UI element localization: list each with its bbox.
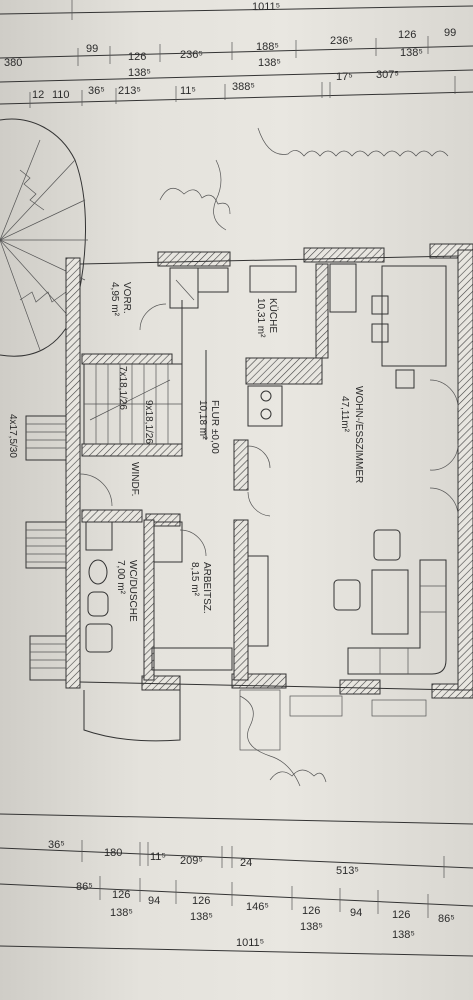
dim-bottom: 126 xyxy=(392,909,410,921)
dim-bottom: 24 xyxy=(240,857,252,869)
dim-top: 138⁵ xyxy=(258,57,281,69)
dim-top: 388⁵ xyxy=(232,81,255,93)
dim-top: 380 xyxy=(4,57,22,69)
dim-top: 99 xyxy=(86,43,98,55)
dim-bottom: 11⁵ xyxy=(150,851,166,863)
dim-top: 126 xyxy=(398,29,416,41)
dim-top: 307⁵ xyxy=(376,69,399,81)
dim-top: 99 xyxy=(444,27,456,39)
dim-top: 138⁵ xyxy=(400,47,423,59)
dim-bottom: 126 xyxy=(192,895,210,907)
shrub-line xyxy=(159,127,449,231)
dim-top: 213⁵ xyxy=(118,85,141,97)
bathroom-fixtures xyxy=(85,521,233,671)
dim-bottom: 36⁵ xyxy=(48,839,65,851)
room-flur-name: FLUR ±0,00 xyxy=(209,400,220,454)
terrace xyxy=(83,689,427,787)
room-flur-area: 10,18 m² xyxy=(197,400,208,440)
stair-lower-label: 9x18,1/26 xyxy=(143,400,154,444)
room-kueche-area: 10,31 m² xyxy=(255,298,266,338)
dim-bottom: 94 xyxy=(350,907,362,919)
dim-top: 236⁵ xyxy=(180,49,203,61)
room-vorr-area: 4,95 m² xyxy=(109,282,120,317)
living-room-furniture xyxy=(247,265,447,675)
dim-top: 138⁵ xyxy=(128,67,151,79)
dim-top: 126 xyxy=(128,51,146,63)
dim-bottom-total: 1011⁵ xyxy=(236,937,264,949)
room-wohn-area: 47,11m² xyxy=(339,396,350,433)
entrance-steps-label: 4x17,5/30 xyxy=(7,414,18,458)
dim-bottom: 138⁵ xyxy=(190,911,213,923)
dim-bottom: 209⁵ xyxy=(180,855,203,867)
interior-walls xyxy=(81,263,329,681)
door-swings xyxy=(79,303,459,557)
dim-bottom: 138⁵ xyxy=(392,929,415,941)
dim-top: 11⁵ xyxy=(180,85,196,97)
staircase: 7x18,1/26 9x18,1/26 xyxy=(83,363,183,445)
dim-bottom: 146⁵ xyxy=(246,901,269,913)
room-windf-name: WINDF. xyxy=(129,462,140,496)
exterior-walls xyxy=(65,243,473,699)
dim-bottom: 126 xyxy=(112,889,130,901)
room-vorr-name: VORR. xyxy=(121,282,132,314)
dim-bottom: 180 xyxy=(104,847,122,859)
room-wc-name: WC/DUSCHE xyxy=(127,560,138,622)
dim-bottom: 138⁵ xyxy=(300,921,323,933)
utility-area xyxy=(247,385,283,427)
room-arbeits-area: 8,15 m² xyxy=(189,562,200,597)
dim-top: 17⁵ xyxy=(336,71,353,83)
dim-bottom: 86⁵ xyxy=(76,881,93,893)
room-arbeits-name: ARBEITSZ. xyxy=(201,562,212,614)
dim-bottom: 513⁵ xyxy=(336,865,359,877)
dim-top: 12 xyxy=(32,89,44,101)
bottom-dimension-lines: 36⁵ 180 11⁵ 209⁵ 24 513⁵ 86⁵ 126 94 126 … xyxy=(0,813,473,957)
dim-top: 36⁵ xyxy=(88,85,105,97)
dim-bottom: 138⁵ xyxy=(110,907,133,919)
dim-top-total: 1011⁵ xyxy=(252,1,280,13)
stair-upper-label: 7x18,1/26 xyxy=(117,366,128,410)
room-wohn-name: WOHN-/ESSZIMMER xyxy=(353,386,364,483)
dim-top: 110 xyxy=(52,89,70,101)
dim-bottom: 94 xyxy=(148,895,160,907)
entrance-steps: 4x17,5/30 xyxy=(7,414,67,681)
room-labels: VORR. 4,95 m² KÜCHE 10,31 m² WOHN-/ESSZI… xyxy=(109,282,364,622)
kitchen-counters xyxy=(169,263,357,313)
room-kueche-name: KÜCHE xyxy=(267,298,279,333)
dim-top: 236⁵ xyxy=(330,35,353,47)
dim-bottom: 86⁵ xyxy=(438,913,455,925)
dim-bottom: 126 xyxy=(302,905,320,917)
room-wc-area: 7,00 m² xyxy=(115,560,126,595)
top-dimension-lines: 1011⁵ 380 99 126 236⁵ 188⁵ 236⁵ 126 99 1… xyxy=(0,0,473,108)
dim-top: 188⁵ xyxy=(256,41,279,53)
